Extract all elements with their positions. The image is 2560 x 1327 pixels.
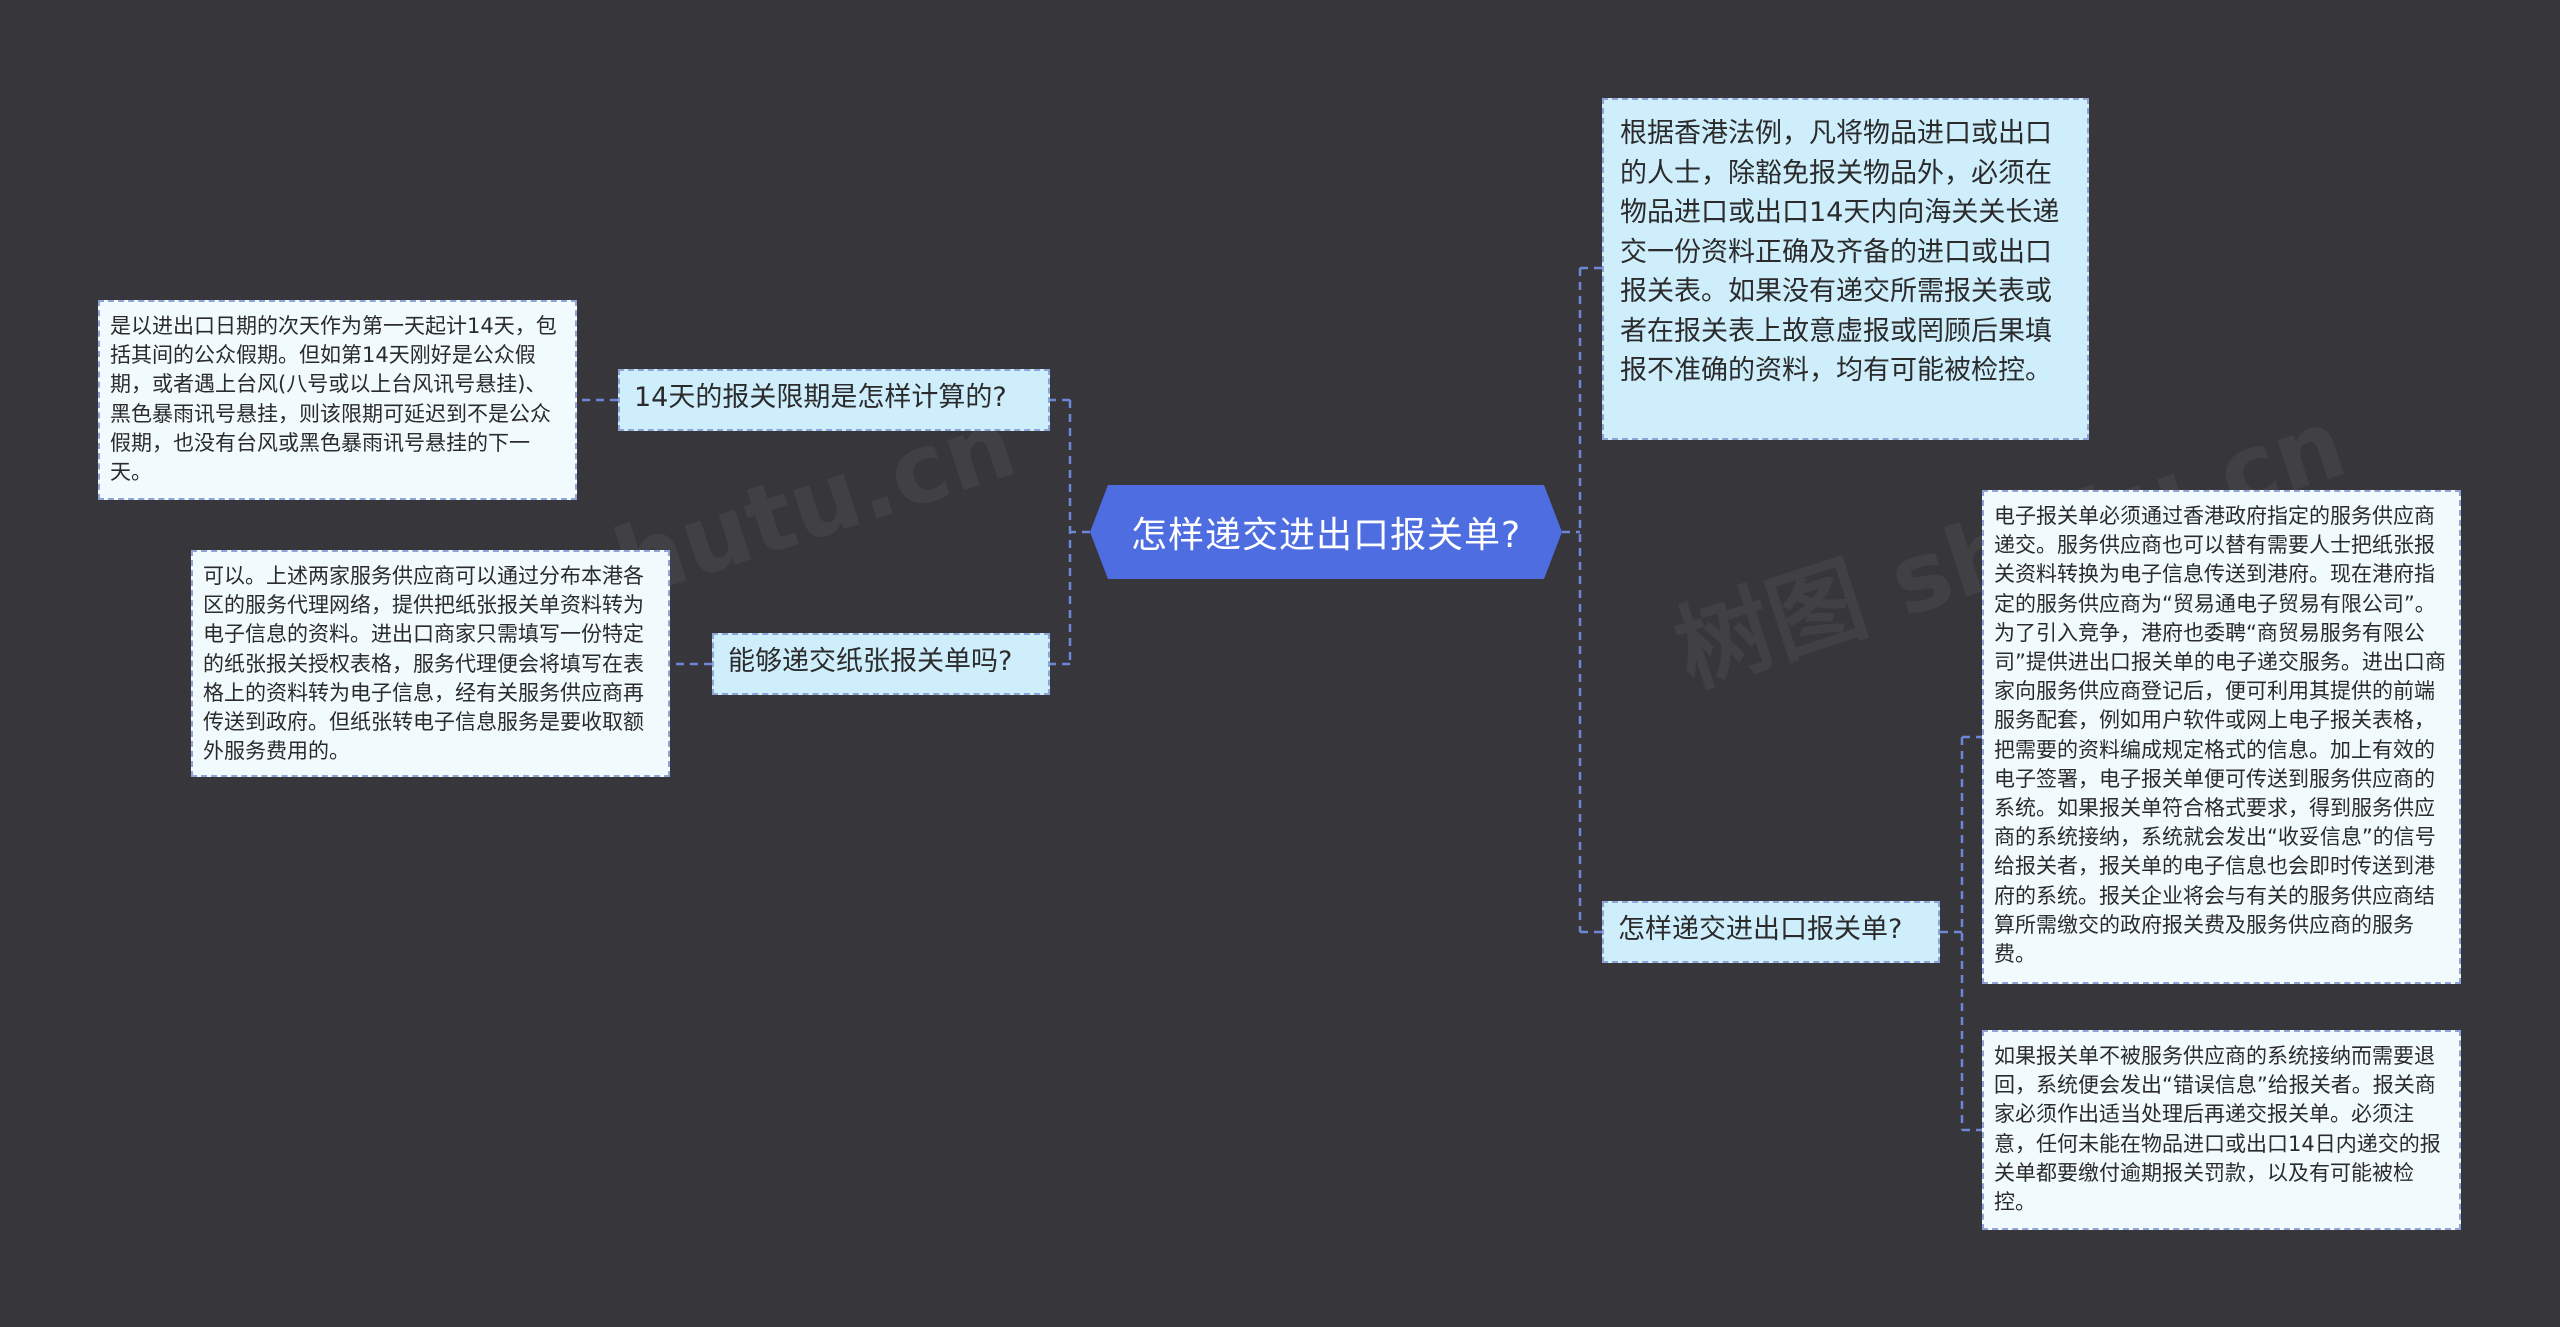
central-topic-label: 怎样递交进出口报关单?	[1130, 515, 1522, 556]
branch-paper-declaration[interactable]: 能够递交纸张报关单吗?	[712, 633, 1050, 695]
branch-deadline-calculation[interactable]: 14天的报关限期是怎样计算的?	[618, 369, 1050, 431]
leaf-paper-declaration-detail[interactable]: 可以。上述两家服务供应商可以通过分布本港各区的服务代理网络，提供把纸张报关单资料…	[191, 550, 670, 777]
leaf-electronic-submission-detail[interactable]: 电子报关单必须通过香港政府指定的服务供应商递交。服务供应商也可以替有需要人士把纸…	[1982, 490, 2461, 984]
central-topic[interactable]: 怎样递交进出口报关单?	[1090, 485, 1562, 579]
central-topic-shape	[1090, 485, 1562, 579]
branch-how-to-submit[interactable]: 怎样递交进出口报关单?	[1602, 901, 1940, 963]
leaf-hong-kong-law[interactable]: 根据香港法例，凡将物品进口或出口的人士，除豁免报关物品外，必须在物品进口或出口1…	[1602, 98, 2089, 440]
leaf-deadline-detail[interactable]: 是以进出口日期的次天作为第一天起计14天，包括其间的公众假期。但如第14天刚好是…	[98, 300, 577, 500]
leaf-rejection-detail[interactable]: 如果报关单不被服务供应商的系统接纳而需要退回，系统便会发出“错误信息”给报关者。…	[1982, 1030, 2461, 1230]
